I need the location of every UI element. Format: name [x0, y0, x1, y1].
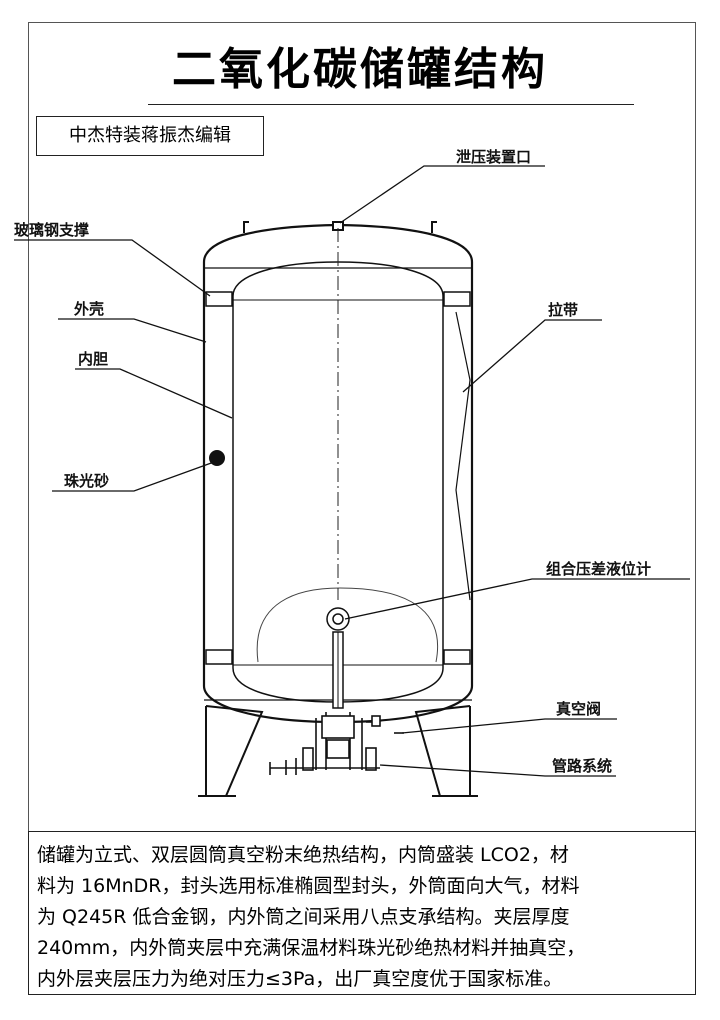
liquid-dome-line	[256, 587, 439, 663]
editor-credit-box: 中杰特装蒋振杰编辑	[36, 116, 264, 156]
label-vacuum-valve: 真空阀	[556, 700, 601, 718]
label-strap: 拉带	[548, 301, 578, 319]
title-underline	[148, 104, 634, 105]
description-line: 240mm，内外筒夹层中充满保温材料珠光砂绝热材料并抽真空，	[37, 937, 586, 959]
lifting-lugs	[243, 221, 437, 233]
description-line: 为 Q245R 低合金钢，内外筒之间采用八点支承结构。夹层厚度	[37, 906, 570, 928]
description-line: 储罐为立式、双层圆筒真空粉末绝热结构，内筒盛装 LCO2，材	[37, 844, 569, 866]
page-title: 二氧化碳储罐结构	[172, 44, 548, 95]
level-gauge-drawing	[326, 607, 350, 709]
strap-drawing	[455, 311, 471, 601]
bottom-piping-drawing	[269, 712, 404, 775]
frp-support-blocks	[205, 291, 471, 665]
label-inner-tank: 内胆	[78, 350, 108, 368]
label-piping-system: 管路系统	[552, 757, 612, 775]
label-pressure-relief-port: 泄压装置口	[456, 148, 531, 166]
label-level-gauge: 组合压差液位计	[546, 560, 651, 578]
tank-legs	[198, 705, 478, 797]
label-perlite: 珠光砂	[64, 472, 109, 490]
label-outer-shell: 外壳	[73, 300, 104, 318]
leader-lines	[14, 165, 690, 777]
description-line: 内外层夹层压力为绝对压力≤3Pa，出厂真空度优于国家标准。	[37, 968, 563, 990]
label-frp-support: 玻璃钢支撑	[14, 221, 89, 239]
description-box: 储罐为立式、双层圆筒真空粉末绝热结构，内筒盛装 LCO2，材 料为 16MnDR…	[28, 831, 696, 995]
description-line: 料为 16MnDR，封头选用标准椭圆型封头，外筒面向大气，材料	[37, 875, 580, 897]
tank-diagram: 泄压装置口 玻璃钢支撑 外壳 内胆 珠光砂 拉带 组合压差液位计 真空阀 管路系…	[14, 148, 690, 797]
